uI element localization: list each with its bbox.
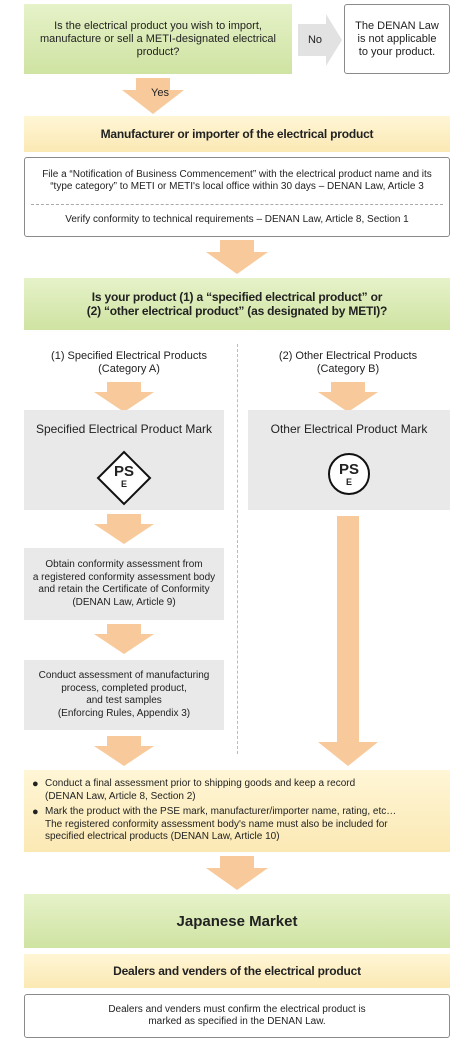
arrow-to-specified-mark: [94, 382, 154, 412]
no-arrow: [298, 14, 342, 66]
manufacturer-header-text: Manufacturer or importer of the electric…: [100, 127, 374, 141]
other-products-title-line1: (2) Other Electrical Products: [278, 350, 418, 362]
verify-text: Verify conformity to technical requireme…: [65, 213, 409, 225]
conformity-assessment-box: Obtain conformity assessment from a regi…: [24, 548, 224, 620]
final-assessment-box: ● Conduct a final assessment prior to sh…: [24, 770, 450, 852]
question-product-category: Is your product (1) a “specified electri…: [24, 278, 450, 330]
manufacturing-line1: Conduct assessment of manufacturing: [38, 670, 210, 681]
yes-arrow: [122, 78, 184, 114]
other-mark-box: Other Electrical Product Mark PS E: [248, 410, 450, 510]
notification-divider: [31, 204, 443, 205]
question-product-category-line2: (2) “other electrical product” (as desig…: [86, 304, 388, 318]
manufacturer-header: Manufacturer or importer of the electric…: [24, 116, 450, 152]
pse-circle-e: E: [345, 477, 352, 487]
specified-products-title-line2: (Category A): [98, 363, 160, 375]
manufacturing-assessment-box: Conduct assessment of manufacturing proc…: [24, 660, 224, 730]
arrow-to-question-2: [206, 240, 268, 274]
final-bullet-1: ● Conduct a final assessment prior to sh…: [32, 778, 444, 803]
manufacturing-line3: and test samples: [86, 695, 162, 706]
not-applicable-box: The DENAN Law is not applicable to your …: [344, 4, 450, 74]
arrow-to-conformity: [94, 514, 154, 544]
final-bullet-2-line3: specified electrical products (DENAN Law…: [45, 831, 280, 842]
dealers-line1: Dealers and venders must confirm the ele…: [108, 1003, 366, 1015]
dealers-header: Dealers and venders of the electrical pr…: [24, 954, 450, 988]
specified-products-title-line1: (1) Specified Electrical Products: [51, 350, 207, 362]
notification-box: File a “Notification of Business Commenc…: [24, 157, 450, 237]
final-bullet-2-dot: ●: [32, 806, 39, 818]
question-product-category-line1: Is your product (1) a “specified electri…: [91, 290, 383, 304]
pse-diamond-ps: PS: [113, 462, 134, 480]
other-mark-label: Other Electrical Product Mark: [270, 422, 428, 436]
arrow-long-to-final-right: [318, 516, 378, 766]
final-bullet-1-line2: (DENAN Law, Article 8, Section 2): [45, 790, 196, 802]
other-products-title: (2) Other Electrical Products (Category …: [246, 348, 450, 378]
pse-diamond-e: E: [120, 479, 127, 489]
final-bullet-1-line1: Conduct a final assessment prior to ship…: [45, 778, 356, 789]
final-bullet-2-line1: Mark the product with the PSE mark, manu…: [45, 806, 397, 817]
column-divider: [237, 344, 238, 754]
dealers-box: Dealers and venders must confirm the ele…: [24, 994, 450, 1038]
other-products-title-line2: (Category B): [316, 363, 380, 375]
notification-text: File a “Notification of Business Commenc…: [42, 168, 432, 193]
arrow-to-other-mark: [318, 382, 378, 412]
final-bullet-2: ● Mark the product with the PSE mark, ma…: [32, 806, 444, 844]
conformity-line4: (DENAN Law, Article 9): [72, 596, 176, 608]
dealers-header-text: Dealers and venders of the electrical pr…: [113, 964, 361, 978]
final-bullet-1-dot: ●: [32, 778, 39, 790]
arrow-to-manufacturing-assessment: [94, 624, 154, 654]
conformity-line2: a registered conformity assessment body: [32, 571, 216, 583]
conformity-line3: and retain the Certificate of Conformity: [38, 584, 210, 595]
final-bullet-2-line2: The registered conformity assessment bod…: [45, 818, 388, 830]
pse-diamond-mark: [96, 450, 152, 506]
no-label: No: [307, 33, 323, 46]
not-applicable-text: The DENAN Law is not applicable to your …: [355, 19, 439, 58]
dealers-line2: marked as specified in the DENAN Law.: [148, 1016, 326, 1027]
pse-circle-ps: PS: [338, 460, 359, 478]
specified-mark-box: Specified Electrical Product Mark PS E: [24, 410, 224, 510]
specified-products-title: (1) Specified Electrical Products (Categ…: [24, 348, 234, 378]
manufacturing-line2: process, completed product,: [61, 682, 187, 694]
pse-circle-mark: [327, 452, 371, 496]
manufacturing-line4: (Enforcing Rules, Appendix 3): [57, 707, 191, 719]
japanese-market-text: Japanese Market: [176, 912, 298, 930]
japanese-market: Japanese Market: [24, 894, 450, 948]
arrow-to-final-left: [94, 736, 154, 766]
question-designated-product: Is the electrical product you wish to im…: [24, 4, 292, 74]
specified-mark-label: Specified Electrical Product Mark: [35, 422, 213, 436]
yes-label: Yes: [151, 86, 169, 99]
arrow-to-market: [206, 856, 268, 890]
conformity-line1: Obtain conformity assessment from: [45, 559, 203, 570]
question-designated-product-text: Is the electrical product you wish to im…: [40, 19, 276, 58]
